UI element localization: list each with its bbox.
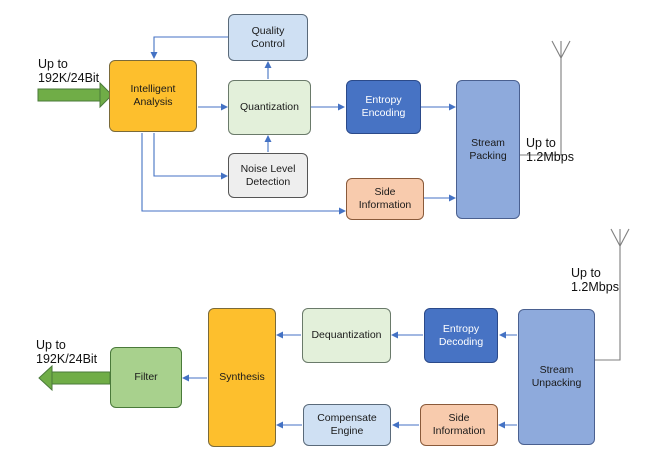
encoder-input-arrow [37,81,113,109]
decoder-side-information-block: Side Information [420,404,498,446]
filter-block: Filter [110,347,182,408]
entropy-decoding-block: Entropy Decoding [424,308,498,363]
stream-packing-block: Stream Packing [456,80,520,219]
compensate-engine-block: Compensate Engine [303,404,391,446]
intelligent-analysis-block: Intelligent Analysis [109,60,197,132]
synthesis-block: Synthesis [208,308,276,447]
decoder-output-label: Up to 192K/24Bit [36,338,98,366]
decoder-input-label: Up to 1.2Mbps [571,266,619,294]
decoder-antenna-icon [610,228,630,247]
quantization-block: Quantization [228,80,311,135]
entropy-encoding-block: Entropy Encoding [346,80,421,134]
encoder-antenna-icon [551,40,571,59]
encoder-input-label: Up to 192K/24Bit [38,57,100,85]
stream-unpacking-block: Stream Unpacking [518,309,595,445]
arrow-analysis-to-side-info [141,133,346,215]
decoder-output-arrow [38,364,111,392]
quality-control-block: Quality Control [228,14,308,61]
dequantization-block: Dequantization [302,308,391,363]
decoder-connectors [182,246,621,429]
arrow-quality-to-analysis [150,36,228,59]
side-information-block: Side Information [346,178,424,220]
encoder-connectors [37,36,562,215]
encoder-output-label: Up to 1.2Mbps [526,136,574,164]
noise-level-detection-block: Noise Level Detection [228,153,308,198]
line-stream-to-antenna [520,58,562,156]
arrow-analysis-to-noise [153,133,228,180]
line-antenna-to-unpacking [595,246,621,361]
